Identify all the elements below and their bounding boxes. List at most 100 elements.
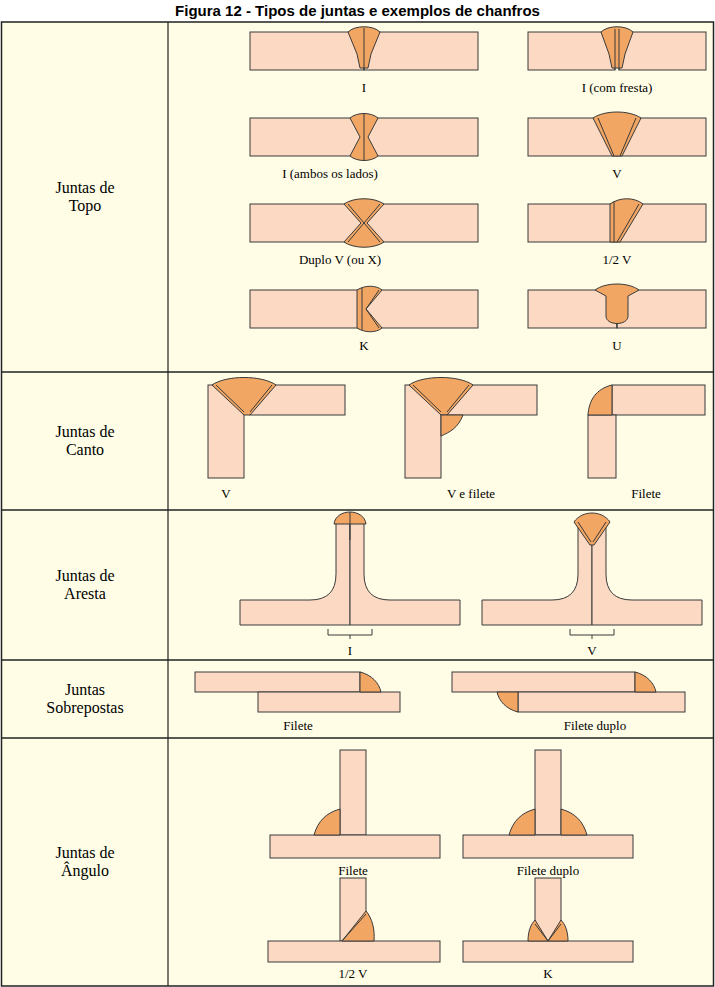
- weld-bead: [212, 378, 276, 416]
- joint-caption: 1/2 V: [338, 966, 367, 981]
- category-name: Juntas de Ângulo: [41, 844, 129, 881]
- plate: [619, 32, 706, 70]
- plate: [268, 941, 440, 962]
- plate: [362, 290, 478, 328]
- joint-caption: 1/2 V: [602, 252, 631, 267]
- plate: [588, 415, 616, 478]
- category-cell: Juntas Sobrepostas: [2, 660, 168, 738]
- butt-joint-i-both: [250, 114, 478, 161]
- bevel-line: [348, 204, 380, 242]
- weld-bead: [409, 378, 473, 416]
- joint-line: [364, 28, 365, 70]
- joint-caption: V: [587, 643, 596, 658]
- edge-joint-i: [240, 512, 460, 639]
- plate: [617, 290, 706, 328]
- row-rule: [2, 509, 714, 511]
- butt-joint-i: [250, 27, 478, 70]
- plate: [463, 941, 633, 962]
- weld-bead: [610, 199, 643, 242]
- fillet-bead: [441, 415, 463, 436]
- row-rule: [2, 659, 714, 661]
- joint-caption: K: [543, 966, 552, 981]
- fillet-bead: [509, 809, 535, 835]
- joint-line: [617, 323, 618, 328]
- corner-joint-v: [208, 378, 345, 479]
- joint-caption: V: [221, 486, 230, 501]
- plate: [250, 204, 364, 242]
- category-cell: Juntas de Topo: [2, 22, 168, 372]
- joint-caption: U: [612, 338, 621, 353]
- plate: [250, 32, 364, 70]
- table-frame: [2, 22, 714, 986]
- joint-caption: V e filete: [447, 486, 495, 501]
- plate: [258, 692, 400, 712]
- joint-caption: Filete: [283, 718, 313, 733]
- plate: [240, 522, 350, 625]
- butt-joint-double-v: [250, 199, 478, 248]
- joint-line: [615, 29, 619, 70]
- figure-title: Figura 12 - Tipos de juntas e exemplos d…: [0, 2, 715, 20]
- weld-bead: [595, 284, 639, 324]
- joint-caption: I (ambos os lados): [282, 166, 378, 181]
- edge-joint-v: [482, 513, 702, 639]
- tee-joint-double-fillet: [463, 750, 633, 858]
- plate: [592, 522, 702, 625]
- tee-joint-k: [463, 878, 633, 962]
- joint-caption: Duplo V (ou X): [299, 252, 381, 267]
- joint-caption: I: [362, 80, 366, 95]
- weld-bead: [593, 112, 641, 156]
- fillet-bead: [561, 809, 587, 835]
- plate: [528, 32, 615, 70]
- joint-caption: Filete duplo: [517, 863, 579, 878]
- tee-joint-half-v: [268, 878, 440, 962]
- plate: [250, 118, 364, 156]
- butt-joint-k: [250, 286, 478, 332]
- joint-line: [350, 512, 351, 540]
- fillet-bead: [497, 692, 518, 712]
- bracket: [570, 629, 614, 639]
- plate: [518, 692, 685, 712]
- weld-bead: [344, 199, 384, 248]
- bevel-line: [216, 385, 272, 412]
- plate: [364, 32, 478, 70]
- fillet-bead: [635, 672, 656, 692]
- fillet-bead: [360, 672, 381, 692]
- category-name: Juntas Sobrepostas: [41, 681, 129, 718]
- fillet-bead: [588, 385, 612, 415]
- butt-joint-v: [528, 112, 706, 156]
- plate: [270, 835, 440, 858]
- bevel-line: [342, 914, 366, 941]
- bevel-line: [362, 288, 379, 330]
- joint-caption: V: [612, 166, 621, 181]
- joint-caption: Filete: [631, 486, 661, 501]
- category-cell: Juntas de Canto: [2, 372, 168, 510]
- joint-caption: I (com fresta): [582, 80, 653, 95]
- bevel-line: [413, 385, 469, 412]
- butt-joint-i-gap: [528, 27, 706, 70]
- joint-caption: Filete: [338, 863, 368, 878]
- plate: [482, 522, 592, 625]
- category-cell: Juntas de Ângulo: [2, 738, 168, 986]
- plate: [195, 672, 360, 692]
- category-name: Juntas de Topo: [41, 179, 129, 216]
- bevel-line: [578, 522, 606, 542]
- bracket: [328, 629, 372, 639]
- joint-caption: I: [348, 643, 352, 658]
- plate: [452, 672, 635, 692]
- tee-joint-fillet: [270, 750, 440, 858]
- plate: [463, 835, 633, 858]
- plate: [364, 204, 478, 242]
- bevel-line: [535, 924, 561, 941]
- corner-joint-fillet: [588, 385, 705, 478]
- row-rule: [2, 371, 714, 373]
- plate: [250, 290, 362, 328]
- plate: [350, 522, 460, 625]
- joint-caption: K: [359, 338, 368, 353]
- plate: [528, 204, 614, 242]
- category-name: Juntas de Canto: [41, 423, 129, 460]
- plate: [535, 750, 561, 835]
- category-name: Juntas de Aresta: [41, 567, 129, 604]
- butt-joint-half-v: [528, 199, 706, 242]
